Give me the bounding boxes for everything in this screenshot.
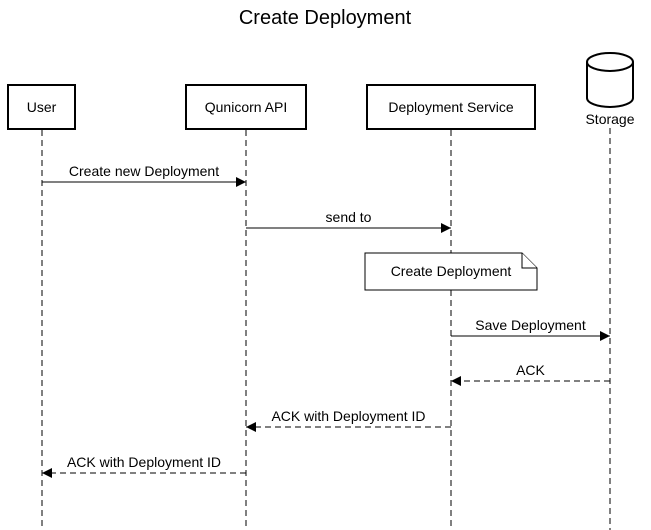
- participant-deployment-service-label: Deployment Service: [388, 99, 513, 115]
- message-label-send-to: send to: [326, 209, 372, 225]
- participant-user: User: [7, 84, 76, 130]
- participant-qunicorn-api: Qunicorn API: [185, 84, 307, 130]
- participant-deployment-service: Deployment Service: [366, 84, 536, 130]
- note-label: Create Deployment: [391, 263, 512, 279]
- message-label-ack-with-deployment-id-to-api: ACK with Deployment ID: [271, 408, 425, 424]
- message-label-ack-with-deployment-id-to-user: ACK with Deployment ID: [67, 454, 221, 470]
- participant-storage: Storage: [585, 52, 635, 127]
- database-icon: [586, 62, 634, 108]
- message-label-create-new-deployment: Create new Deployment: [69, 163, 219, 179]
- participant-user-label: User: [27, 99, 57, 115]
- diagram-title: Create Deployment: [239, 7, 412, 29]
- message-label-save-deployment: Save Deployment: [475, 317, 586, 333]
- message-label-ack: ACK: [516, 362, 545, 378]
- note-create-deployment: Create Deployment: [364, 252, 538, 291]
- participant-qunicorn-api-label: Qunicorn API: [205, 99, 288, 115]
- participant-storage-label: Storage: [585, 111, 634, 127]
- database-icon-top: [586, 52, 634, 72]
